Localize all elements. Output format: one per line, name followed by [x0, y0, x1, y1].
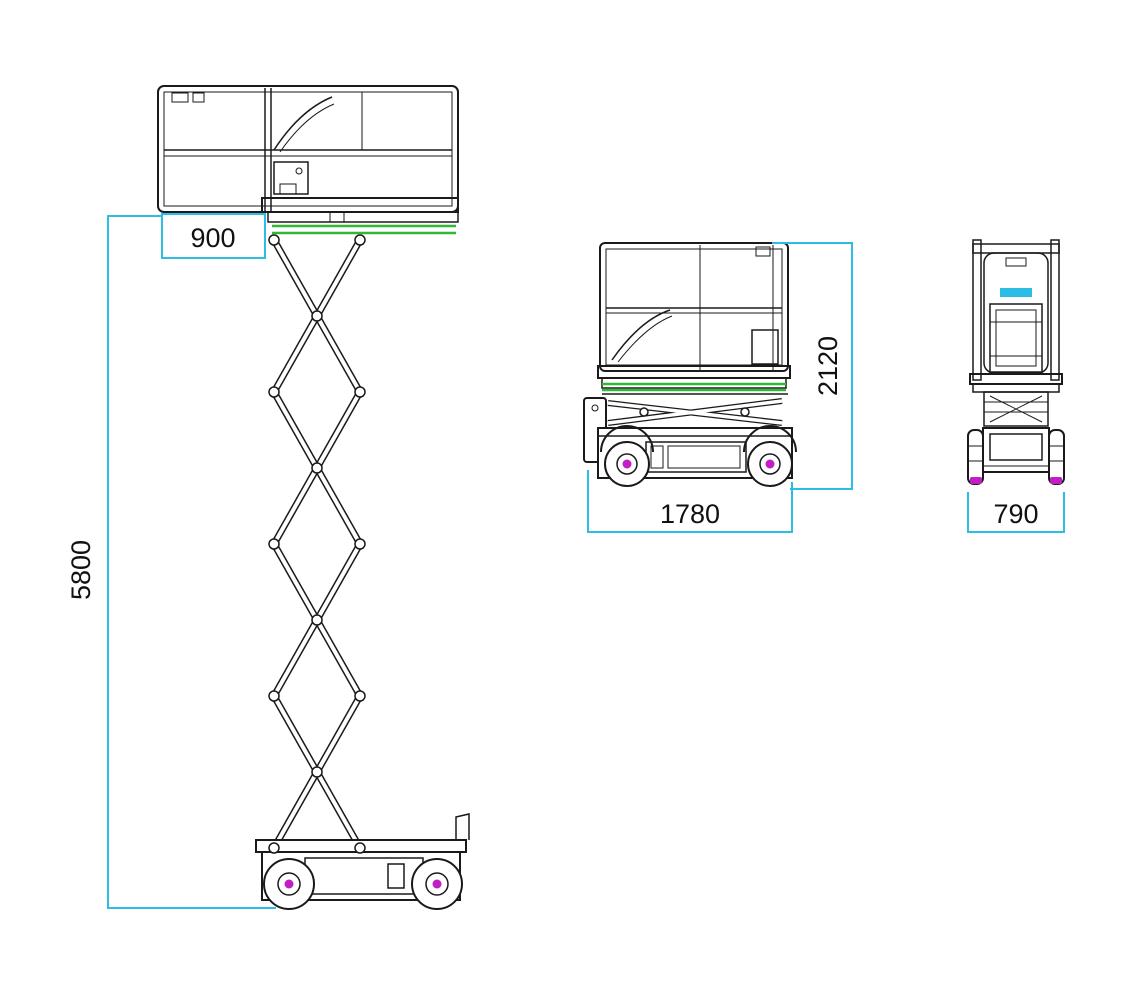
latch-detail	[755, 246, 771, 257]
fender	[743, 425, 797, 453]
scissor-arms	[270, 238, 364, 850]
dim-label-deck-extension: 900	[190, 223, 235, 253]
dim-label-overall-height-extended: 5800	[66, 540, 96, 600]
front-wheel-left	[967, 429, 984, 485]
scissor-pivots	[268, 234, 366, 854]
front-guardrails	[972, 239, 1060, 381]
control-box	[751, 329, 779, 365]
dim-line-790	[967, 492, 1065, 533]
platform-deck	[261, 197, 459, 223]
front-deck	[969, 373, 1063, 393]
dim-label-overall-height-stowed: 2120	[813, 336, 843, 396]
fender	[600, 425, 654, 453]
latch-detail	[171, 92, 189, 103]
dim-line-2120	[772, 242, 853, 490]
deck-accent-lines	[272, 224, 786, 392]
wheel-mark	[970, 477, 982, 484]
wheel-hub	[622, 459, 632, 469]
platform-raised	[157, 85, 459, 213]
platform-stowed	[597, 242, 791, 389]
wheel-hub	[284, 879, 294, 889]
dimension-lines	[107, 213, 1065, 909]
wheel-mark	[1050, 477, 1062, 484]
front-scissor-stack	[983, 391, 1049, 427]
dimension-labels: 5800 900 2120 1780 790	[66, 223, 1039, 600]
platform-cyan-bar	[1000, 288, 1032, 297]
dim-line-1780	[587, 470, 793, 533]
control-box	[273, 161, 309, 195]
view-front	[967, 239, 1065, 485]
dim-line-5800	[107, 215, 276, 909]
wheel-hub	[432, 879, 442, 889]
dim-label-overall-length: 1780	[660, 499, 720, 529]
view-side-stowed	[583, 242, 797, 487]
latch-detail	[192, 92, 205, 103]
front-wheel-right	[1048, 429, 1065, 485]
dim-box-900	[161, 213, 266, 259]
wheel-hubs	[284, 459, 1062, 889]
front-chassis-wheels	[967, 427, 1065, 485]
scissor-folded	[602, 393, 788, 426]
dim-label-overall-width: 790	[993, 499, 1038, 529]
wheel-hub	[765, 459, 775, 469]
view-side-extended	[157, 85, 470, 910]
